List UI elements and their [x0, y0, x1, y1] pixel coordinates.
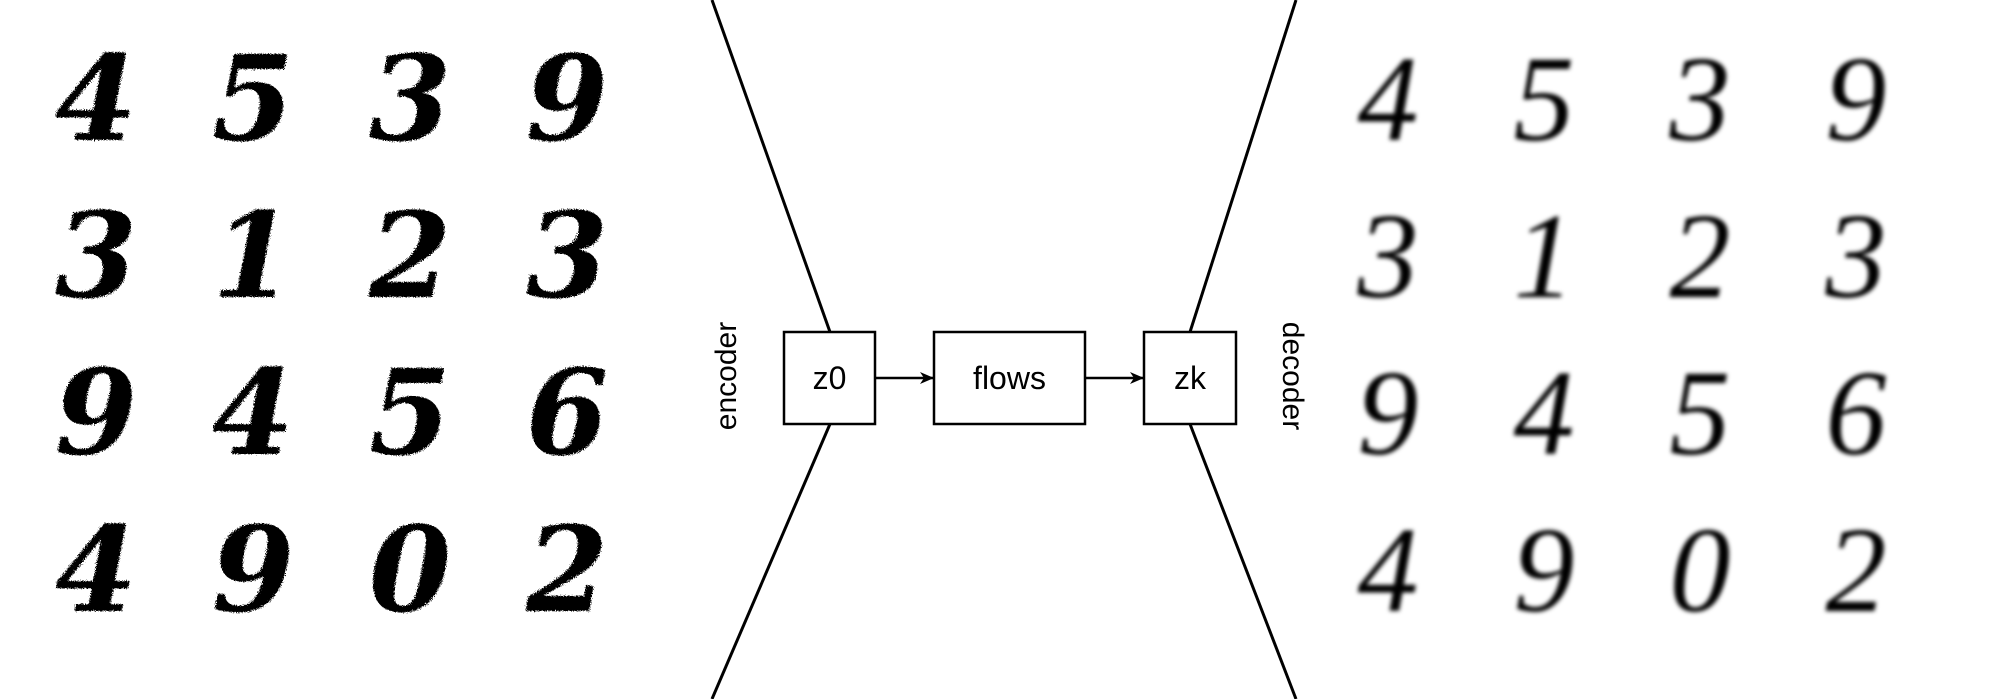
- input-digit-r4-c4: 2: [525, 500, 608, 639]
- flows-node: flows: [932, 330, 1087, 426]
- output-digit-r4-c3: 0: [1670, 503, 1731, 638]
- output-digit-r3-c1: 9: [1358, 346, 1419, 481]
- output-digit-r4-c1: 4: [1358, 503, 1419, 638]
- output-digit-r1-c3: 3: [1669, 32, 1731, 167]
- output-digit-r1-c4: 9: [1826, 32, 1887, 167]
- input-digit-r4-c2: 9: [212, 500, 294, 639]
- output-digit-r4-c2: 9: [1514, 503, 1575, 638]
- output-digit-r1-c1: 4: [1358, 32, 1419, 167]
- decoder-bottom-edge: [1188, 423, 1298, 699]
- output-digit-r2-c4: 3: [1825, 189, 1887, 324]
- z0-node: z0: [782, 330, 877, 426]
- decoder-funnel: [1188, 0, 1298, 699]
- flows-label: flows: [973, 360, 1046, 396]
- output-digit-r1-c2: 5: [1514, 32, 1575, 167]
- encoder-bottom-edge: [710, 423, 832, 699]
- output-digit-r3-c2: 4: [1514, 346, 1575, 481]
- encoder-top-edge: [710, 0, 832, 333]
- output-digit-r2-c2: 1: [1514, 189, 1575, 324]
- input-digit-r3-c4: 6: [526, 343, 608, 482]
- input-digit-r4-c3: 0: [369, 500, 451, 639]
- zk-label: zk: [1174, 360, 1207, 396]
- input-digit-r1-c4: 9: [526, 29, 608, 168]
- input-digit-r2-c1: 3: [55, 186, 137, 325]
- z0-label: z0: [813, 360, 847, 396]
- input-digit-r2-c4: 3: [526, 186, 608, 325]
- input-digit-r1-c3: 3: [369, 29, 451, 168]
- input-digit-r2-c2: 1: [212, 186, 294, 325]
- input-digit-r2-c3: 2: [368, 186, 451, 325]
- output-digit-r2-c3: 2: [1670, 189, 1731, 324]
- output-digit-r3-c3: 5: [1670, 346, 1731, 481]
- input-digit-r3-c2: 4: [212, 343, 294, 482]
- input-digit-r1-c2: 5: [212, 29, 294, 168]
- encoder-funnel: [710, 0, 832, 699]
- output-digit-r4-c4: 2: [1826, 503, 1887, 638]
- input-digit-r3-c1: 9: [55, 343, 137, 482]
- input-digit-r4-c1: 4: [55, 500, 137, 639]
- input-digit-r3-c3: 5: [369, 343, 451, 482]
- zk-node: zk: [1142, 330, 1238, 426]
- output-digit-r2-c1: 3: [1357, 189, 1419, 324]
- input-digit-r1-c1: 4: [55, 29, 137, 168]
- encoder-label: encoder: [710, 322, 743, 430]
- decoder-top-edge: [1188, 0, 1298, 333]
- flows-box: [932, 330, 1087, 426]
- output-digit-r3-c4: 6: [1826, 346, 1887, 481]
- decoder-label: decoder: [1276, 322, 1309, 430]
